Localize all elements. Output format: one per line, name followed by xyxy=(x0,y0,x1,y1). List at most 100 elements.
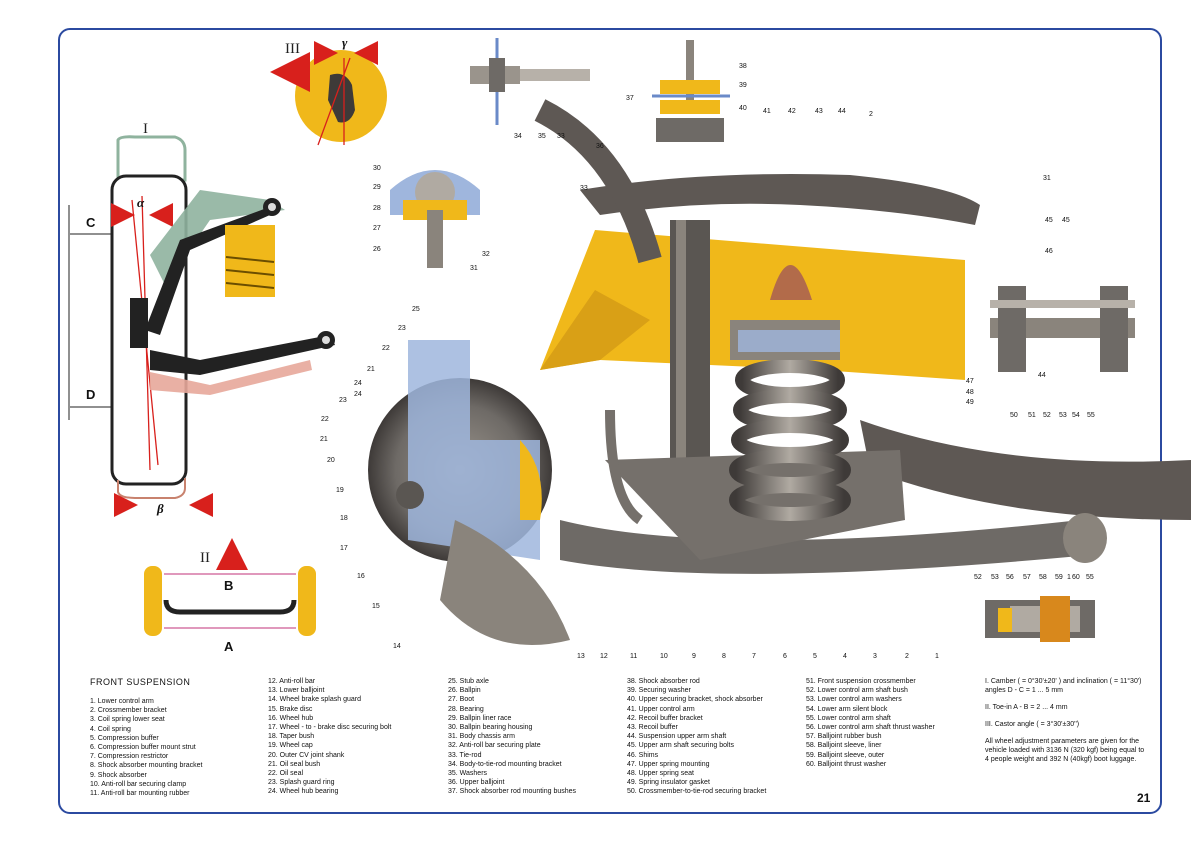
part-number-49: 49 xyxy=(966,399,974,406)
part-number-41: 41 xyxy=(763,108,771,115)
legend-item: 50. Crossmember-to-tie-rod securing brac… xyxy=(627,788,767,796)
legend-item: 45. Upper arm shaft securing bolts xyxy=(627,742,734,750)
part-number-40: 40 xyxy=(739,105,747,112)
legend-item: 15. Brake disc xyxy=(268,705,313,713)
part-number-52: 52 xyxy=(1043,412,1051,419)
page-frame xyxy=(58,28,1162,814)
part-number-36: 36 xyxy=(596,143,604,150)
part-number-20: 20 xyxy=(327,457,335,464)
legend-item: 59. Balljoint sleeve, outer xyxy=(806,751,885,759)
part-number-57: 57 xyxy=(1023,574,1031,581)
part-number-24: 24 xyxy=(354,380,362,387)
legend-item: 13. Lower balljoint xyxy=(268,687,325,695)
legend-item: 19. Wheel cap xyxy=(268,742,313,750)
part-number-8: 8 xyxy=(722,653,726,660)
legend-item: 60. Balljoint thrust washer xyxy=(806,760,887,768)
note-camber: I. Camber ( = 0°30'±20' ) and inclinatio… xyxy=(985,678,1142,685)
part-number-43: 43 xyxy=(815,108,823,115)
part-number-18: 18 xyxy=(340,515,348,522)
legend-item: 52. Lower control arm shaft bush xyxy=(806,687,908,695)
legend-item: 22. Oil seal xyxy=(268,770,304,778)
legend-item: 6. Compression buffer mount strut xyxy=(90,744,196,752)
part-number-11: 11 xyxy=(630,653,637,660)
legend-item: 21. Oil seal bush xyxy=(268,760,321,768)
part-number-2-repeat: 2 xyxy=(869,111,873,118)
legend-item: 51. Front suspension crossmember xyxy=(806,678,916,685)
legend-item: 20. Outer CV joint shank xyxy=(268,751,345,759)
legend-item: 12. Anti-roll bar xyxy=(268,678,316,685)
part-number-22-repeat: 22 xyxy=(382,345,390,352)
legend-item: 47. Upper spring mounting xyxy=(627,760,710,768)
legend-item: 49. Spring insulator gasket xyxy=(627,779,710,787)
part-number-56: 56 xyxy=(1006,574,1014,581)
legend-item: 16. Wheel hub xyxy=(268,714,314,722)
legend-item: 46. Shims xyxy=(627,751,659,759)
page-number: 21 xyxy=(1137,791,1151,805)
part-number-52-repeat: 52 xyxy=(974,574,982,581)
part-number-51: 51 xyxy=(1028,412,1036,419)
part-number-27: 27 xyxy=(373,225,381,232)
inclination-beta-label: β xyxy=(156,501,164,516)
part-number-4: 4 xyxy=(843,653,847,660)
part-number-60: 60 xyxy=(1072,574,1080,581)
adjustment-notes: I. Camber ( = 0°30'±20' ) and inclinatio… xyxy=(985,677,1145,772)
part-number-59: 59 xyxy=(1055,574,1063,581)
legend-item: 34. Body-to-tie-rod mounting bracket xyxy=(448,760,562,768)
part-number-31-repeat: 31 xyxy=(1043,175,1051,182)
part-number-21: 21 xyxy=(320,436,328,443)
legend-item: 55. Lower control arm shaft xyxy=(806,714,891,722)
part-number-50: 50 xyxy=(1010,412,1018,419)
part-number-23: 23 xyxy=(339,397,347,404)
part-number-33-repeat: 33 xyxy=(557,133,565,140)
legend-item: 10. Anti-roll bar securing clamp xyxy=(90,780,187,788)
part-number-10: 10 xyxy=(660,653,668,660)
roman-label-iii: III xyxy=(285,41,300,57)
part-number-1: 1 xyxy=(935,653,939,660)
legend-item: 57. Balljoint rubber bush xyxy=(806,733,882,741)
legend-item: 41. Upper control arm xyxy=(627,705,695,713)
legend-item: 18. Taper bush xyxy=(268,733,315,741)
part-number-17: 17 xyxy=(340,545,348,552)
part-number-13: 13 xyxy=(577,653,585,660)
castor-gamma-label: γ xyxy=(342,35,348,50)
part-number-15: 15 xyxy=(372,603,380,610)
roman-label-i: I xyxy=(143,121,148,137)
upper-arm-shaft-inset xyxy=(990,286,1135,372)
lower-balljoint-section-inset xyxy=(985,596,1095,642)
legend-item: 24. Wheel hub bearing xyxy=(268,788,339,796)
part-number-19: 19 xyxy=(336,487,344,494)
legend-item: 32. Anti-roll bar securing plate xyxy=(448,742,541,750)
tie-rod-mount-inset xyxy=(470,38,590,125)
part-number-1-repeat: 1 xyxy=(1067,574,1071,581)
part-number-55-repeat: 55 xyxy=(1086,574,1094,581)
legend-item: 27. Boot xyxy=(448,696,475,704)
part-number-31: 31 xyxy=(470,265,478,272)
legend-item: 54. Lower arm silent block xyxy=(806,705,888,713)
part-number-2: 2 xyxy=(905,653,909,660)
ball-joint-inset xyxy=(390,170,480,268)
legend-item: 29. Ballpin liner race xyxy=(448,714,512,722)
legend-item: 14. Wheel brake splash guard xyxy=(268,696,361,704)
legend-item: 44. Suspension upper arm shaft xyxy=(627,733,727,741)
legend-item: 3. Coil spring lower seat xyxy=(90,716,165,724)
legend-item: 30. Ballpin bearing housing xyxy=(448,724,533,732)
legend-item: 36. Upper balljoint xyxy=(448,779,505,787)
part-number-24-repeat: 24 xyxy=(354,391,362,398)
castor-diagram: III γ xyxy=(270,35,387,146)
part-number-9: 9 xyxy=(692,653,696,660)
legend-item: 48. Upper spring seat xyxy=(627,770,694,778)
legend-item: 43. Recoil buffer xyxy=(627,724,678,732)
legend-item: 28. Bearing xyxy=(448,705,484,713)
legend-item: 26. Ballpin xyxy=(448,687,481,695)
legend-item: 11. Anti-roll bar mounting rubber xyxy=(90,790,190,798)
part-number-37: 37 xyxy=(626,95,634,102)
legend-item: 39. Securing washer xyxy=(627,687,691,695)
main-assembly xyxy=(368,99,1191,645)
part-number-26: 26 xyxy=(373,246,381,253)
part-number-5: 5 xyxy=(813,653,817,660)
